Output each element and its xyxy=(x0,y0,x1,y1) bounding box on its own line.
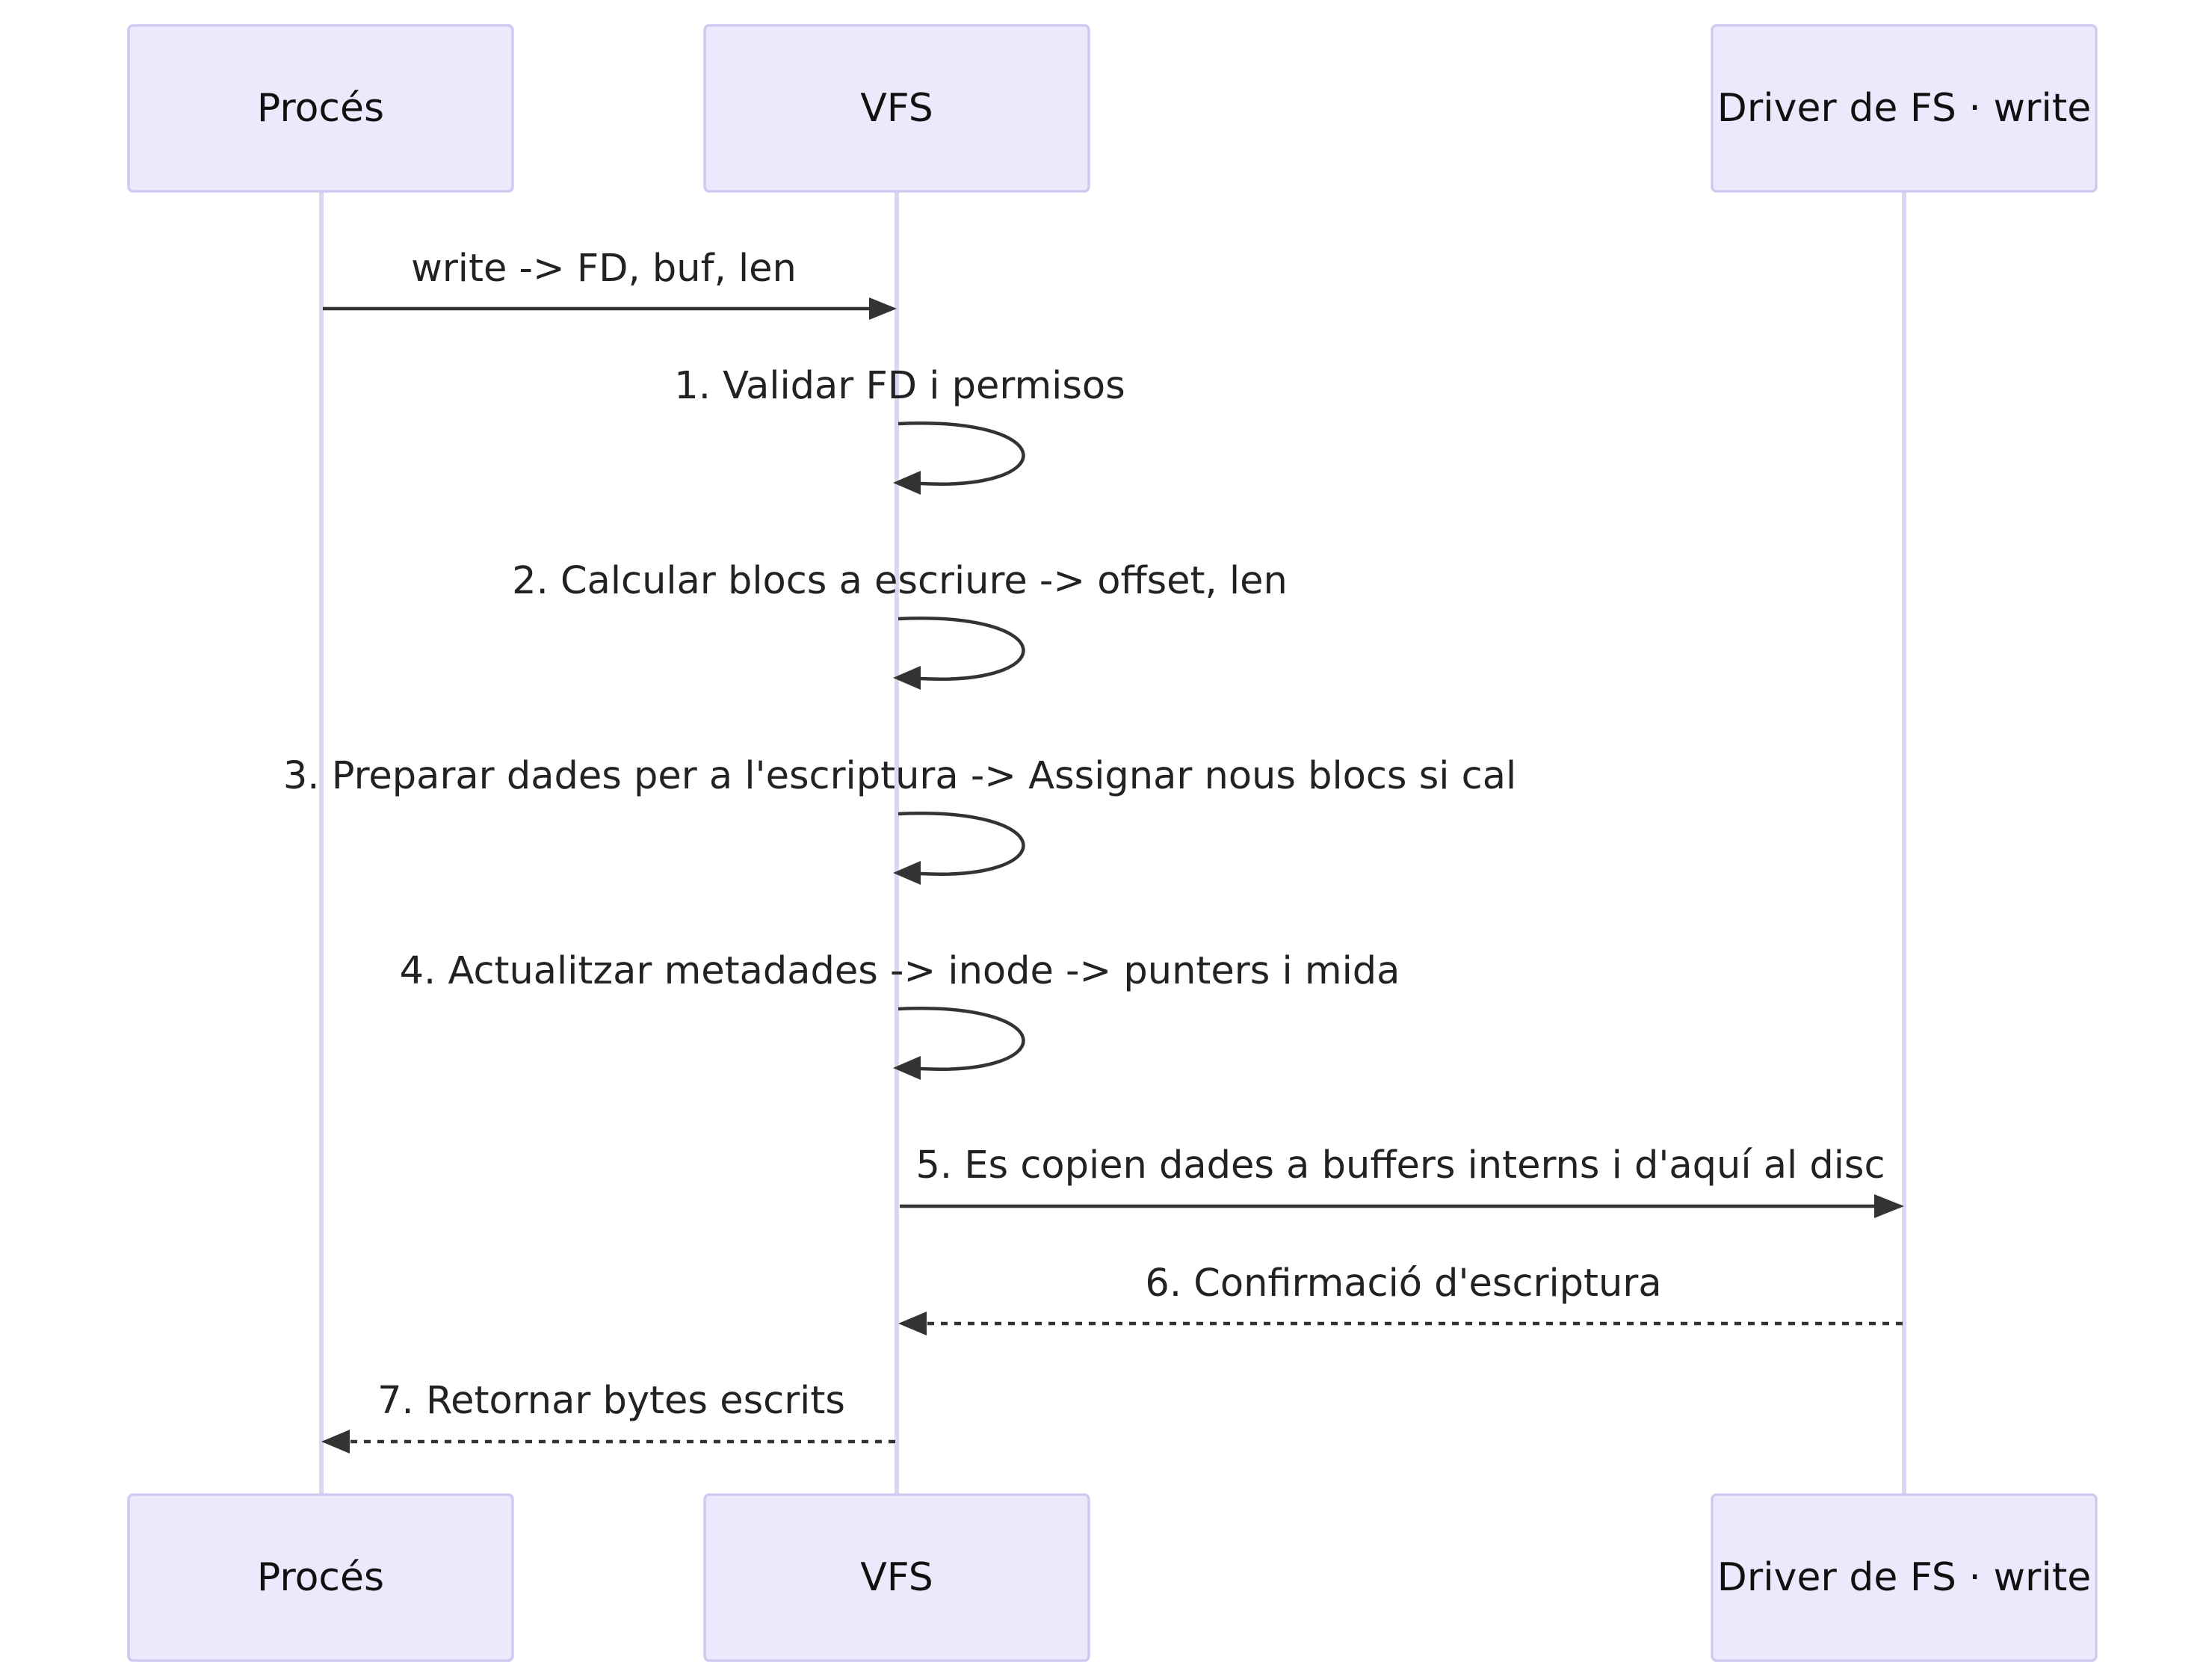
actor-vfs-top: VFS xyxy=(703,24,1090,193)
message-label: 6. Confirmació d'escriptura xyxy=(1145,1261,1661,1306)
arrowhead xyxy=(321,1430,350,1454)
message-label: 4. Actualitzar metadades -> inode -> pun… xyxy=(400,949,1400,993)
message-copy-to-disk: 5. Es copien dades a buffers interns i d… xyxy=(900,1143,1904,1218)
actor-label: Procés xyxy=(257,1555,384,1600)
arrowhead xyxy=(869,297,897,320)
actor-proces-bottom: Procés xyxy=(127,1493,514,1662)
message-label: 1. Validar FD i permisos xyxy=(674,364,1125,408)
message-self-4: 4. Actualitzar metadades -> inode -> pun… xyxy=(400,949,1400,1080)
message-label: write -> FD, buf, len xyxy=(411,247,797,291)
arrowhead xyxy=(898,1312,927,1335)
message-self-3: 3. Preparar dades per a l'escriptura -> … xyxy=(283,754,1516,885)
message-label: 7. Retornar bytes escrits xyxy=(377,1379,845,1423)
message-return-bytes: 7. Retornar bytes escrits xyxy=(321,1379,895,1454)
arrowhead xyxy=(893,471,921,495)
actor-label: VFS xyxy=(860,1555,933,1600)
actor-label: VFS xyxy=(860,86,933,131)
actor-label: Driver de FS · write xyxy=(1717,1555,2091,1600)
message-self-2: 2. Calcular blocs a escriure -> offset, … xyxy=(512,559,1288,690)
message-label: 5. Es copien dades a buffers interns i d… xyxy=(915,1143,1885,1188)
message-label: 3. Preparar dades per a l'escriptura -> … xyxy=(283,754,1516,798)
actor-driver-bottom: Driver de FS · write xyxy=(1711,1493,2098,1662)
actor-vfs-bottom: VFS xyxy=(703,1493,1090,1662)
actor-driver-top: Driver de FS · write xyxy=(1711,24,2098,193)
message-self-1: 1. Validar FD i permisos xyxy=(674,364,1125,495)
arrowhead xyxy=(893,1056,921,1080)
actor-label: Driver de FS · write xyxy=(1717,86,2091,131)
arrowhead xyxy=(893,861,921,885)
message-write-confirmation: 6. Confirmació d'escriptura xyxy=(898,1261,1903,1335)
actor-label: Procés xyxy=(257,86,384,131)
actor-proces-top: Procés xyxy=(127,24,514,193)
message-label: 2. Calcular blocs a escriure -> offset, … xyxy=(512,559,1288,603)
message-write-call: write -> FD, buf, len xyxy=(323,247,897,320)
arrowhead xyxy=(1874,1194,1904,1218)
arrowhead xyxy=(893,666,921,690)
